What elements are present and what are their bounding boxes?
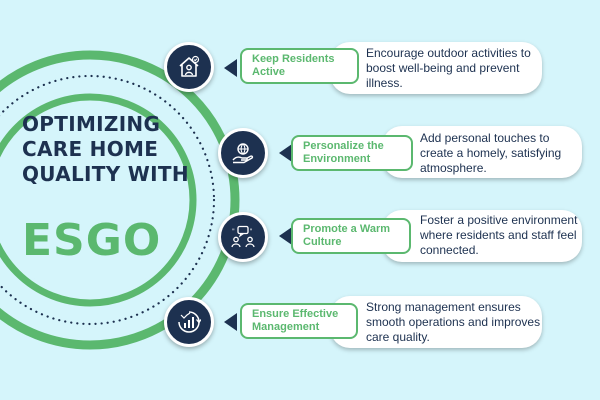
item-1-icon-circle [164,42,214,92]
item-4-description: Strong management ensures smooth operati… [366,300,541,344]
title-line-3: QUALITY WITH [22,162,189,186]
hand-globe-icon [232,143,254,164]
item-3-arrow-icon [279,227,292,245]
item-4-description-pill [330,296,542,348]
management-cycle-icon [178,311,201,333]
inner-green-ring [0,93,197,307]
item-3-label: Promote a Warm Culture [291,218,411,254]
item-4-icon-circle [164,297,214,347]
main-title: OPTIMIZING CARE HOME QUALITY WITH [22,112,189,187]
item-3-description: Foster a positive environment where resi… [420,213,578,257]
item-1-description: Encourage outdoor activities to boost we… [366,46,531,90]
people-chat-icon: " " [231,225,255,248]
item-2-description: Add personal touches to create a homely,… [420,131,562,175]
item-3-description-pill [382,210,582,262]
item-4-arrow-icon [224,313,237,331]
svg-text:": " [232,228,235,235]
brand-name: ESGO [22,215,162,266]
item-1-description-pill [330,42,542,94]
title-line-2: CARE HOME [22,137,159,161]
svg-text:": " [250,228,253,235]
dotted-orbit-ring [0,74,216,326]
title-line-1: OPTIMIZING [22,112,161,136]
outer-green-ring [0,50,240,350]
house-person-check-icon [179,55,200,77]
item-2-icon-circle [218,128,268,178]
item-3-icon-circle: " " [218,212,268,262]
item-2-arrow-icon [279,144,292,162]
item-2-description-pill [382,126,582,178]
inner-disc [0,104,186,296]
item-1-label: Keep Residents Active [240,48,359,84]
item-1-arrow-icon [224,59,237,77]
item-4-label: Ensure Effective Management [240,303,358,339]
item-2-label: Personalize the Environment [291,135,413,171]
